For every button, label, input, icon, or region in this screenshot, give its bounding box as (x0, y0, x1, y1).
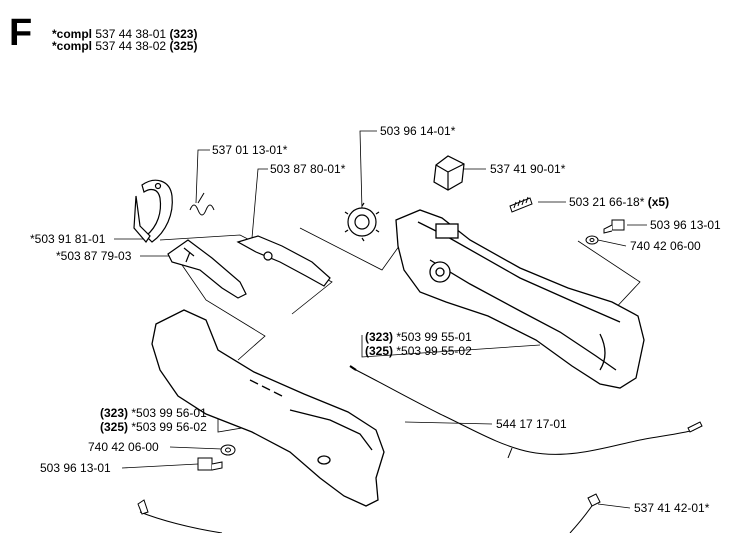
quantity: (x5) (647, 195, 670, 209)
model: (323) (100, 406, 129, 420)
part-number: *503 99 55-02 (396, 344, 472, 358)
bracket-503995501 (361, 335, 541, 358)
label-503216618: 503 21 66-18* (x5) (569, 195, 669, 209)
label-503995502: (325) *503 99 55-02 (365, 344, 472, 358)
cable-544171701 (349, 365, 703, 459)
label-503918101: *503 91 81-01 (30, 232, 106, 246)
label-503961301-bot: 503 96 13-01 (40, 461, 111, 475)
handle-frame-503995501 (395, 209, 645, 389)
compl-model: (323) (169, 27, 198, 41)
clamp-503918101 (133, 179, 173, 243)
screw-503961301-bot (197, 457, 223, 471)
complete-assembly-323: *compl 537 44 38-01 (323) (52, 27, 197, 41)
leader-537414201 (597, 503, 631, 509)
compl-prefix: *compl (52, 39, 93, 53)
label-537011301: 537 01 13-01* (212, 143, 288, 157)
guide-housing-frame (179, 261, 266, 361)
leader-537011301 (195, 149, 210, 204)
label-503878001: 503 87 80-01* (270, 162, 346, 176)
part-number: 503 21 66-18* (569, 195, 645, 209)
compl-prefix: *compl (52, 27, 93, 41)
leader-503961401 (359, 130, 377, 211)
compl-number: 537 44 38-02 (95, 39, 167, 53)
part-number: *503 99 56-02 (131, 420, 207, 434)
washer-740420600-top (585, 235, 599, 245)
washer-740420600-bot (220, 444, 236, 456)
leader-503961301-bot (121, 463, 199, 469)
section-letter: F (9, 12, 33, 54)
screw-503961301-top (603, 219, 625, 234)
leader-740420600-bot (169, 446, 223, 450)
switch-537419001 (433, 155, 465, 191)
grip-503995601 (151, 309, 385, 507)
label-537419001: 537 41 90-01* (490, 162, 566, 176)
lever-503877903 (167, 239, 247, 299)
compl-number: 537 44 38-01 (95, 27, 167, 41)
gear-ring-503961401 (344, 202, 380, 242)
part-number: *503 99 56-01 (131, 406, 207, 420)
compl-model: (325) (169, 39, 198, 53)
cable-tie-537414201 (137, 493, 601, 533)
label-503961301-top: 503 96 13-01 (650, 218, 721, 232)
model: (325) (365, 344, 394, 358)
label-503995601: (323) *503 99 56-01 (100, 406, 207, 420)
model: (325) (100, 420, 129, 434)
trigger-503878001 (236, 235, 331, 287)
label-503995602: (325) *503 99 56-02 (100, 420, 207, 434)
leader-503878001 (251, 168, 268, 239)
label-544171701: 544 17 17-01 (496, 417, 567, 431)
model: (323) (365, 330, 394, 344)
label-537414201: 537 41 42-01* (634, 501, 710, 515)
label-740420600-bot: 740 42 06-00 (88, 440, 159, 454)
spring-537011301 (189, 192, 215, 216)
label-503961401: 503 96 14-01* (380, 124, 456, 138)
screw-503216618 (509, 196, 533, 213)
leader-740420600-top (597, 239, 627, 247)
leader-544171701 (404, 421, 493, 425)
guide-right-frame (577, 240, 641, 315)
part-number: *503 99 55-01 (396, 330, 472, 344)
label-503995501: (323) *503 99 55-01 (365, 330, 472, 344)
label-740420600-top: 740 42 06-00 (630, 239, 701, 253)
complete-assembly-325: *compl 537 44 38-02 (325) (52, 39, 197, 53)
label-503877903: *503 87 79-03 (56, 249, 132, 263)
